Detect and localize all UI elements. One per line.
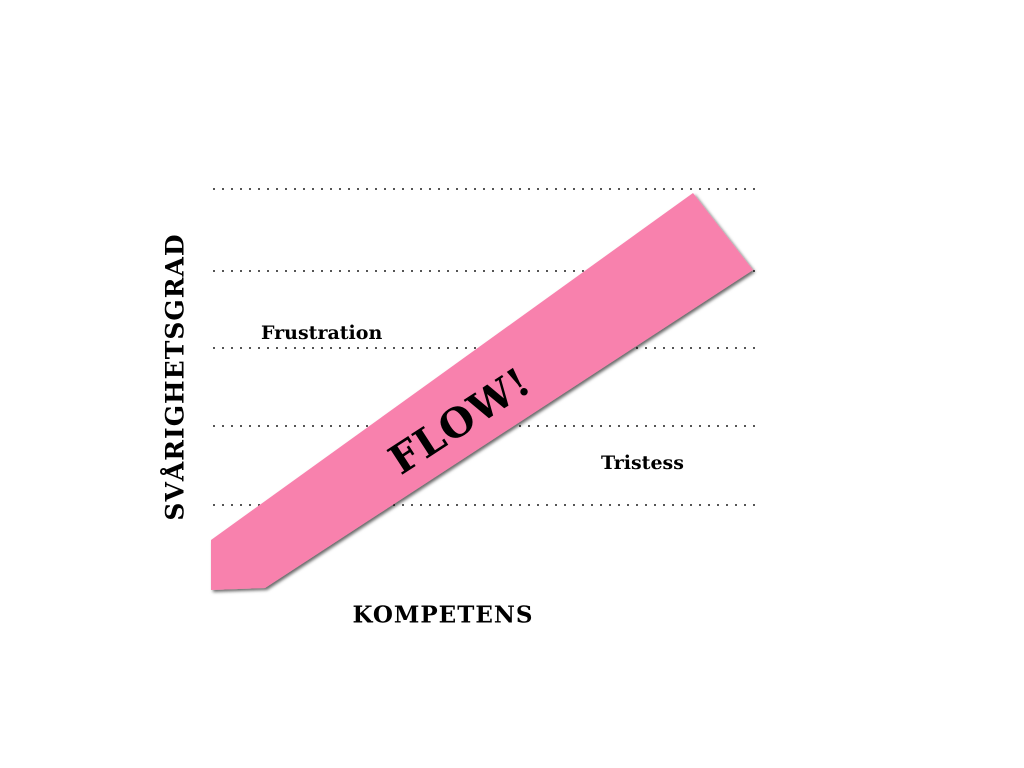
tristess-label: Tristess [601,452,684,474]
y-axis-label: SVÅRIGHETSGRAD [160,233,190,521]
frustration-label: Frustration [261,322,383,344]
flow-band [211,193,753,590]
x-axis-label: KOMPETENS [352,601,534,629]
